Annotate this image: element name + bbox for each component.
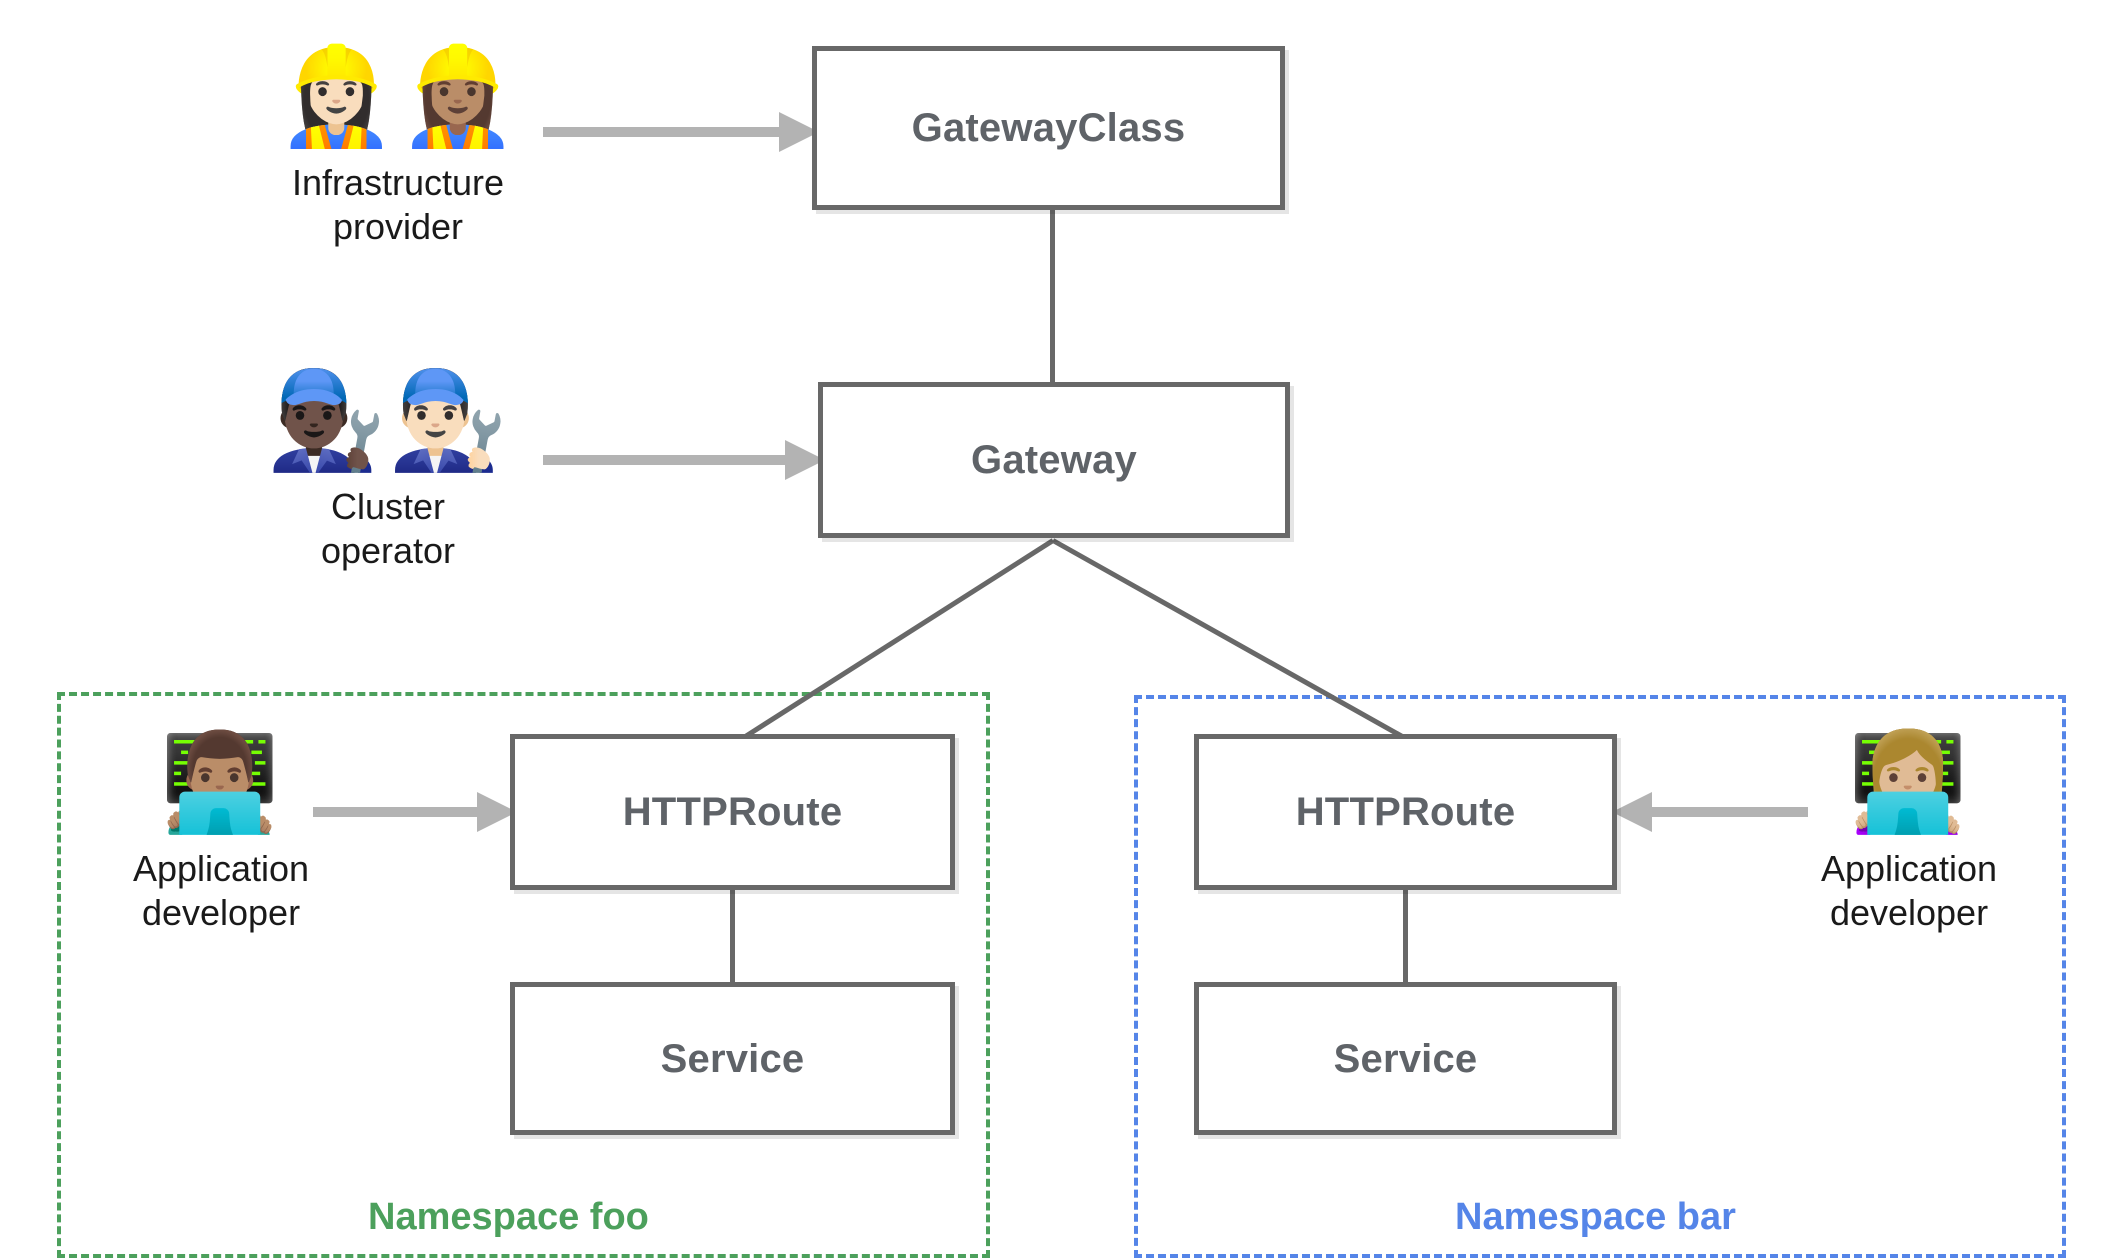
persona-cluster-operator: 👨🏿‍🔧👨🏻‍🔧 Cluster operator — [248, 370, 528, 573]
persona-application-developer-foo: 👨🏽‍💻 Application developer — [96, 732, 346, 935]
connector-httproute-service-bar — [1403, 886, 1408, 986]
construction-worker-women-icon: 👷🏻‍♀️👷🏽‍♀️ — [276, 40, 520, 152]
connector-gatewayclass-gateway — [1050, 208, 1055, 386]
namespace-group-bar — [1134, 695, 2066, 1258]
mechanic-men-icon: 👨🏿‍🔧👨🏻‍🔧 — [266, 364, 510, 476]
persona-infrastructure-provider: 👷🏻‍♀️👷🏽‍♀️ Infrastructure provider — [248, 46, 548, 249]
namespace-group-foo — [57, 692, 990, 1258]
node-service-bar-label: Service — [1333, 1036, 1478, 1081]
technologist-man-icon: 👨🏽‍💻 — [160, 726, 282, 838]
node-service-foo[interactable]: Service — [510, 982, 955, 1135]
node-gateway[interactable]: Gateway — [818, 382, 1290, 538]
persona-infrastructure-provider-label: Infrastructure provider — [291, 161, 505, 247]
node-httproute-foo-label: HTTPRoute — [622, 790, 843, 834]
persona-application-developer-bar-label: Application developer — [1820, 847, 1998, 933]
persona-cluster-operator-label: Cluster operator — [320, 485, 456, 571]
arrow-application-developer-bar-to-httproute — [1612, 788, 1808, 836]
technologist-woman-icon: 👩🏼‍💻 — [1848, 726, 1970, 838]
node-service-bar[interactable]: Service — [1194, 982, 1617, 1135]
arrow-application-developer-foo-to-httproute — [313, 788, 517, 836]
node-httproute-bar-label: HTTPRoute — [1295, 790, 1516, 834]
node-service-foo-label: Service — [660, 1036, 805, 1081]
arrow-cluster-operator-to-gateway — [543, 436, 825, 484]
node-httproute-bar[interactable]: HTTPRoute — [1194, 734, 1617, 890]
namespace-foo-label: Namespace foo — [368, 1196, 649, 1238]
node-gatewayclass-label: GatewayClass — [911, 106, 1186, 150]
node-gateway-label: Gateway — [971, 438, 1137, 482]
arrow-infrastructure-provider-to-gatewayclass — [543, 108, 819, 156]
node-gatewayclass[interactable]: GatewayClass — [812, 46, 1285, 210]
persona-application-developer-bar: 👩🏼‍💻 Application developer — [1784, 732, 2034, 935]
persona-application-developer-foo-label: Application developer — [132, 847, 310, 933]
namespace-bar-label: Namespace bar — [1455, 1196, 1736, 1238]
connector-httproute-service-foo — [730, 886, 735, 986]
node-httproute-foo[interactable]: HTTPRoute — [510, 734, 955, 890]
